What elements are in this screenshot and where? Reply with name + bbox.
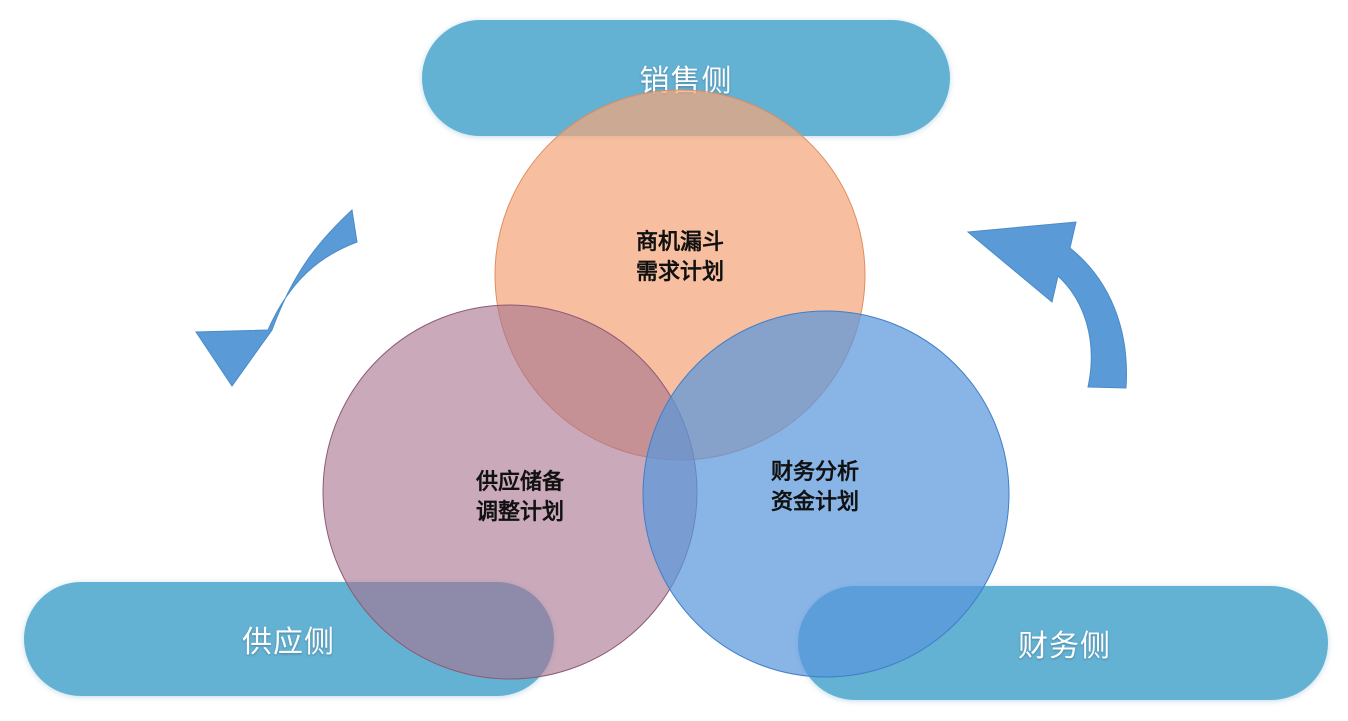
circle-right-line1: 财务分析 bbox=[770, 460, 859, 485]
circle-top-label: 商机漏斗 需求计划 bbox=[600, 228, 760, 288]
finance-side-pill: 财务侧 bbox=[798, 586, 1328, 700]
sales-side-pill: 销售侧 bbox=[422, 20, 950, 136]
circle-left-label: 供应储备 调整计划 bbox=[440, 468, 600, 528]
sales-side-label: 销售侧 bbox=[639, 64, 733, 99]
supply-side-pill: 供应侧 bbox=[24, 582, 554, 696]
supply-side-label: 供应侧 bbox=[242, 625, 335, 660]
circle-left-line1: 供应储备 bbox=[475, 470, 564, 495]
circle-top-line2: 需求计划 bbox=[635, 260, 724, 285]
circle-left-line2: 调整计划 bbox=[475, 500, 564, 525]
curved-arrow-left-icon bbox=[195, 208, 358, 387]
finance-side-label: 财务侧 bbox=[1018, 629, 1111, 664]
circle-right-line2: 资金计划 bbox=[770, 490, 859, 515]
circle-top-line1: 商机漏斗 bbox=[635, 230, 724, 255]
curved-arrow-right-icon bbox=[966, 221, 1127, 389]
circle-right-label: 财务分析 资金计划 bbox=[735, 458, 895, 518]
